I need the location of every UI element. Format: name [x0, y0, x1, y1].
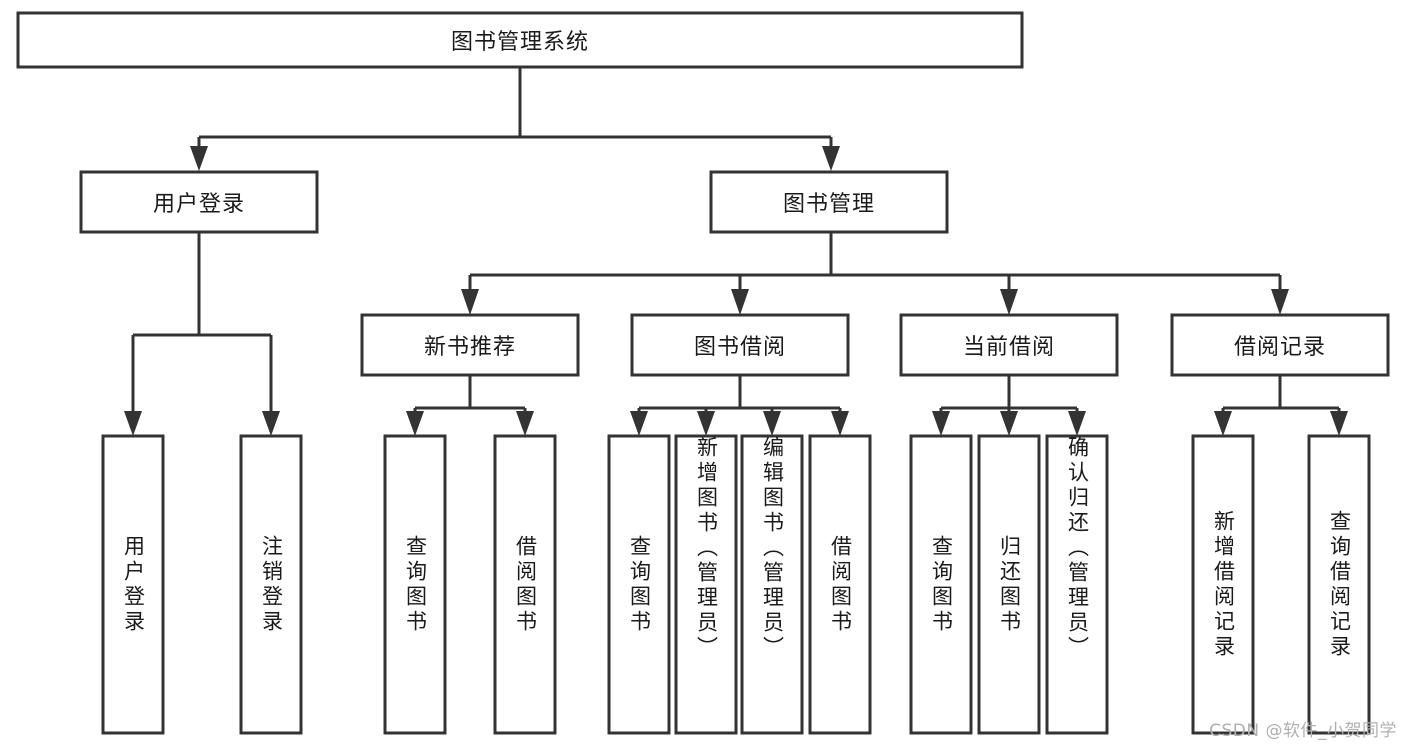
node-root[interactable] [16, 11, 1024, 69]
arrowhead-borrow-record [1271, 289, 1289, 315]
arrowhead-bb-leaf2 [697, 411, 715, 436]
arrowhead-user-leaf2 [262, 411, 280, 436]
node-borrow-record[interactable] [1170, 313, 1390, 377]
arrowhead-bb-leaf1 [630, 411, 648, 436]
leaf-user-login[interactable] [101, 434, 165, 735]
arrowhead-new-book-rec [461, 289, 479, 315]
node-new-book-recommend[interactable] [360, 313, 580, 377]
arrowhead-br-leaf1 [1214, 411, 1232, 436]
leaf-nbr-query-book[interactable] [383, 434, 447, 735]
node-user-login[interactable] [79, 170, 319, 234]
leaf-user-logout[interactable] [239, 434, 303, 735]
leaf-bb-borrow-book[interactable] [808, 434, 872, 735]
arrowhead-current-borrow [1000, 289, 1018, 315]
leaf-br-add-record[interactable] [1191, 434, 1255, 735]
arrowhead-cb-leaf3 [1068, 411, 1086, 436]
arrowhead-book-borrow [731, 289, 749, 315]
leaf-bb-query-book[interactable] [607, 434, 671, 735]
arrowhead-cb-leaf2 [1000, 411, 1018, 436]
leaf-nbr-borrow-book[interactable] [493, 434, 557, 735]
node-current-borrow[interactable] [899, 313, 1119, 377]
arrowhead-cb-leaf1 [932, 411, 950, 436]
arrowhead-to-book-manage [822, 146, 840, 171]
arrowhead-br-leaf2 [1330, 411, 1348, 436]
arrowhead-nbr-leaf2 [516, 411, 534, 436]
arrowhead-bb-leaf3 [763, 411, 781, 436]
leaf-cb-confirm-return[interactable] [1045, 434, 1109, 735]
leaf-bb-add-book[interactable] [674, 434, 738, 735]
leaf-bb-edit-book[interactable] [740, 434, 804, 735]
leaf-cb-query-book[interactable] [909, 434, 973, 735]
arrowhead-user-leaf1 [124, 411, 142, 436]
leaf-cb-return-book[interactable] [977, 434, 1041, 735]
arrowhead-to-user-login [190, 146, 208, 171]
node-book-borrow[interactable] [630, 313, 850, 377]
node-book-management[interactable] [709, 170, 949, 234]
arrowhead-bb-leaf4 [831, 411, 849, 436]
arrowhead-nbr-leaf1 [406, 411, 424, 436]
leaf-br-query-record[interactable] [1307, 434, 1371, 735]
